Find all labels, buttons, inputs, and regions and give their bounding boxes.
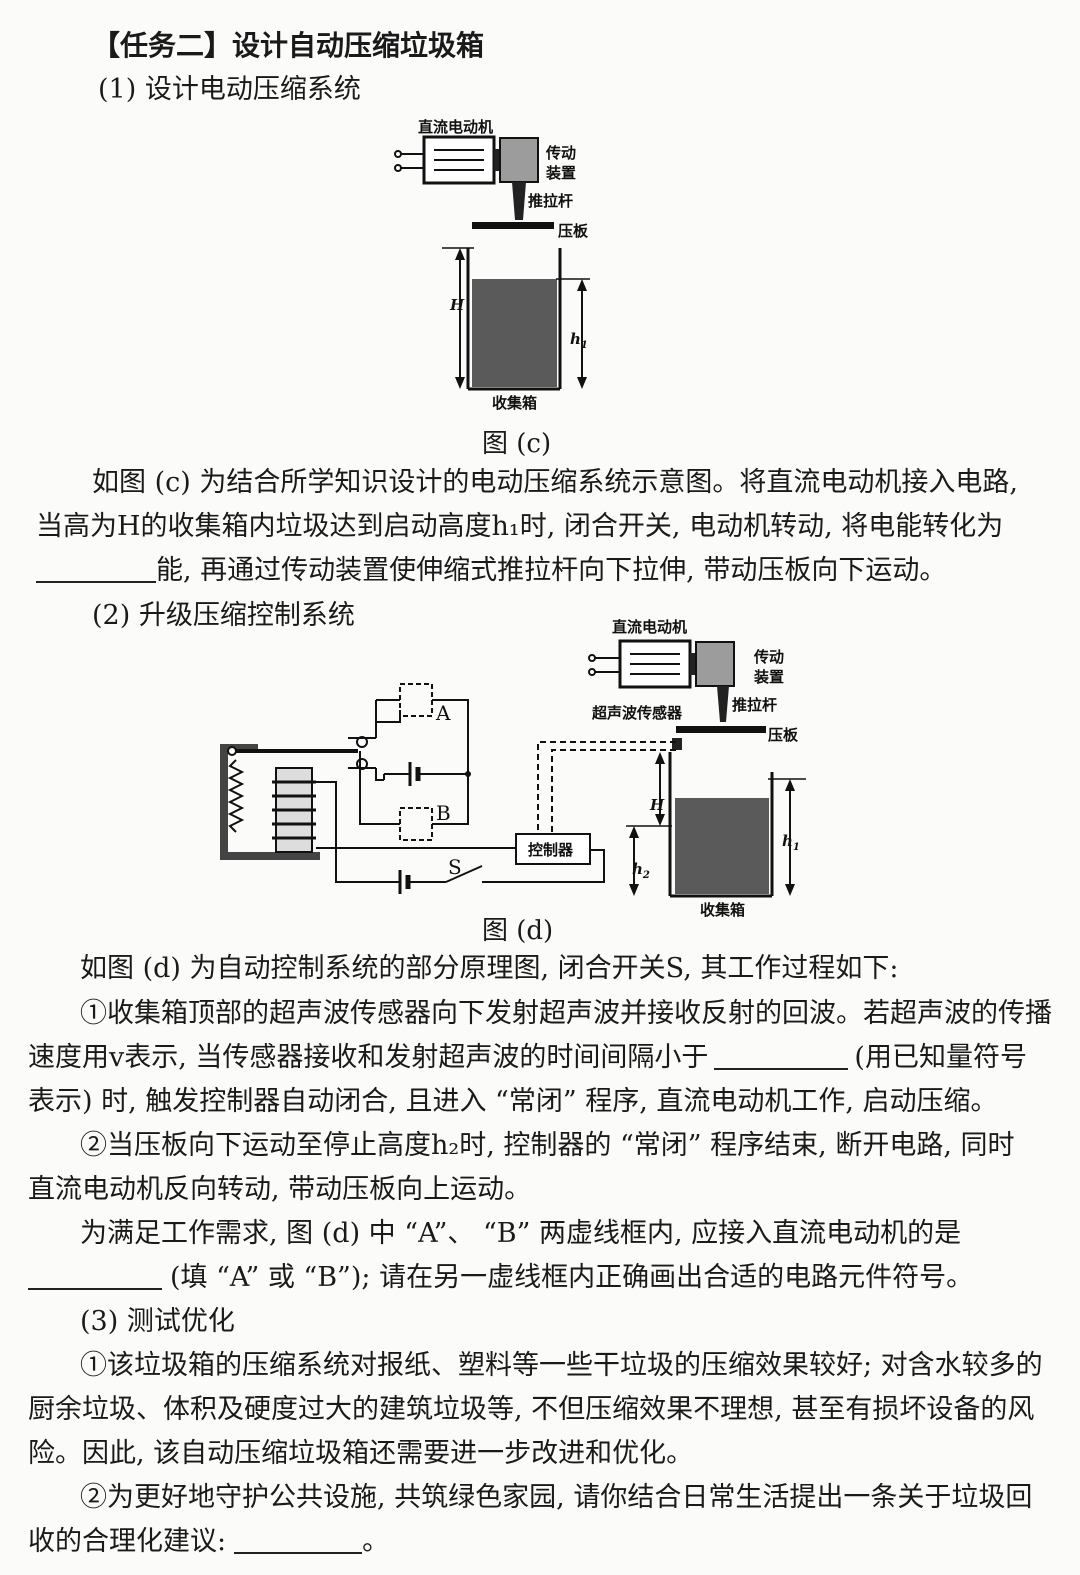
p2: 如图 (d) 为自动控制系统的部分原理图, 闭合开关S, 其工作过程如下: [80, 953, 899, 984]
fig-c-bin-label: 收集箱 [492, 394, 537, 412]
fig-d-box-A[interactable] [399, 683, 433, 717]
fig-d-H-label: H [649, 796, 665, 814]
fig-d-box-B[interactable] [399, 807, 433, 841]
p5-line-2: (填 “A” 或 “B”); 请在另一虚线框内正确画出合适的电路元件符号。 [170, 1262, 974, 1293]
fig-d-motor-label: 直流电动机 [612, 618, 687, 636]
fig-d-transmission [695, 641, 735, 687]
fig-c-press-plate [472, 222, 554, 229]
fig-d-B-label: B [436, 801, 451, 825]
fig-d-h2-sub: 2 [642, 870, 650, 881]
p4-line-2: 直流电动机反向转动, 带动压板向上运动。 [28, 1174, 532, 1205]
p3-line-2: 速度用v表示, 当传感器接收和发射超声波的时间间隔小于 [28, 1042, 709, 1073]
answer-blank-A-or-B[interactable] [28, 1262, 162, 1290]
fig-d-sensor [672, 738, 682, 750]
fig-c-press-plate-label: 压板 [558, 222, 589, 240]
fig-c-transmission-label-2: 装置 [545, 164, 576, 182]
figure-d-diagram: 直流电动机 传动 装置 推拉杆 超声波传感器 压板 H [220, 618, 806, 917]
fig-c-garbage [472, 279, 557, 387]
p7-line-2: 收的合理化建议: [28, 1526, 227, 1557]
fig-c-H-label: H [449, 296, 465, 314]
p6-line-2: 厨余垃圾、体积及硬度过大的建筑垃圾等, 不但压缩效果不理想, 甚至有损坏设备的风 [28, 1394, 1035, 1425]
p7-line-2-end: 。 [362, 1526, 390, 1557]
p7-line-1: ②为更好地守护公共设施, 共筑绿色家园, 请你结合日常生活提出一条关于垃圾回 [80, 1482, 1033, 1513]
fig-c-push-rod-label: 推拉杆 [528, 192, 573, 210]
fig-d-push-rod [717, 686, 729, 722]
p1-line-1: 如图 (c) 为结合所学知识设计的电动压缩系统示意图。将直流电动机接入电路, [92, 467, 1018, 498]
fig-c-h1-label: h [570, 330, 581, 348]
fig-d-relay-spring [227, 759, 245, 833]
figure-d-caption: 图 (d) [482, 916, 554, 946]
svg-text:h1: h1 [570, 330, 588, 351]
section-2-heading: (2) 升级压缩控制系统 [92, 600, 355, 631]
fig-d-transmission-label-2: 装置 [753, 668, 784, 686]
fig-d-switch-S[interactable] [445, 865, 483, 883]
fig-d-h1-label: h [782, 832, 793, 850]
answer-blank-energy[interactable] [36, 555, 156, 583]
fig-d-h2-label: h [632, 860, 643, 878]
fig-c-transmission [499, 137, 539, 183]
fig-d-sensor-label: 超声波传感器 [591, 704, 683, 722]
fig-d-A-label: A [435, 701, 451, 725]
fig-d-press-plate [676, 726, 766, 733]
p4-line-1: ②当压板向下运动至停止高度h₂时, 控制器的 “常闭” 程序结束, 断开电路, … [80, 1130, 1015, 1161]
p3-line-1: ①收集箱顶部的超声波传感器向下发射超声波并接收反射的回波。若超声波的传播 [80, 998, 1052, 1029]
p6-line-1: ①该垃圾箱的压缩系统对报纸、塑料等一些干垃圾的压缩效果较好; 对含水较多的 [80, 1350, 1043, 1381]
fig-d-bin-label: 收集箱 [700, 901, 745, 917]
p5-line-1: 为满足工作需求, 图 (d) 中 “A”、 “B” 两虚线框内, 应接入直流电动… [80, 1218, 962, 1249]
fig-c-transmission-label-1: 传动 [545, 144, 576, 162]
fig-c-motor-label: 直流电动机 [418, 118, 493, 136]
fig-d-h1-sub: 1 [793, 842, 800, 853]
p1-line-2: 当高为H的收集箱内垃圾达到启动高度h₁时, 闭合开关, 电动机转动, 将电能转化… [36, 511, 1004, 542]
fig-c-h1-sub: 1 [581, 340, 588, 351]
fig-d-garbage [675, 798, 769, 894]
fig-d-press-plate-label: 压板 [768, 726, 799, 744]
answer-blank-time-interval[interactable] [714, 1042, 849, 1070]
p1-line-3: 能, 再通过传动装置使伸缩式推拉杆向下拉伸, 带动压板向下运动。 [156, 555, 947, 586]
figure-c-caption: 图 (c) [482, 429, 552, 459]
task-title: 【任务二】设计自动压缩垃圾箱 [92, 29, 485, 62]
fig-d-S-label: S [448, 855, 462, 879]
p3-line-2-end: (用已知量符号 [854, 1042, 1027, 1073]
fig-d-push-rod-label: 推拉杆 [732, 696, 777, 714]
fig-c-push-rod [512, 182, 526, 220]
figure-c-diagram: 直流电动机 传动 装置 推拉杆 压板 H [394, 118, 590, 412]
section-1-heading: (1) 设计电动压缩系统 [98, 74, 361, 105]
fig-d-controller-label: 控制器 [528, 841, 574, 859]
p6-line-3: 险。因此, 该自动压缩垃圾箱还需要进一步改进和优化。 [28, 1438, 694, 1469]
p3-line-3: 表示) 时, 触发控制器自动闭合, 且进入 “常闭” 程序, 直流电动机工作, … [28, 1086, 998, 1117]
svg-text:h2: h2 [632, 860, 650, 881]
fig-d-transmission-label-1: 传动 [753, 648, 784, 666]
section-3-heading: (3) 测试优化 [80, 1306, 235, 1337]
svg-text:h1: h1 [782, 832, 800, 853]
answer-blank-suggestion[interactable] [234, 1526, 363, 1554]
